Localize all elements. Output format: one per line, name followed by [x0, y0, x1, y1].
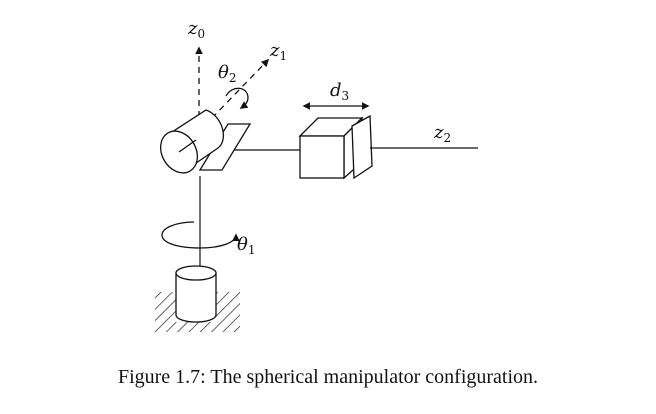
- prismatic-joint-box: [298, 114, 373, 180]
- label-theta2: θ2: [218, 62, 236, 85]
- label-theta1: θ1: [237, 234, 255, 257]
- figure-caption: Figure 1.7: The spherical manipulator co…: [117, 366, 539, 388]
- z1-axis: [211, 58, 270, 119]
- base-cylinder: [175, 265, 217, 323]
- label-d3: d3: [330, 80, 349, 103]
- theta1-rotation-arrow: [161, 221, 240, 249]
- joint2-cylinder: [159, 109, 225, 174]
- theta2-rotation-arrow: [225, 87, 249, 109]
- label-z2: z2: [433, 122, 451, 145]
- label-z1: z1: [269, 40, 287, 63]
- ground-hatching: [155, 292, 240, 332]
- label-z0: z0: [187, 18, 205, 41]
